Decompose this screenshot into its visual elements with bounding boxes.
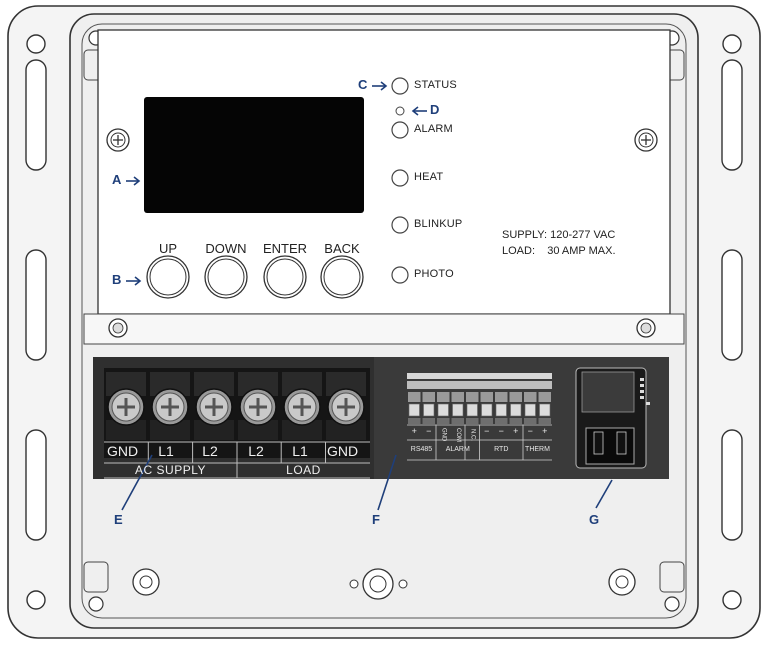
display-screen <box>144 97 364 213</box>
back-button-label: BACK <box>324 241 360 256</box>
corner-hole <box>26 34 46 54</box>
down-button-label: DOWN <box>205 241 247 256</box>
terminal-gnd-load: GND <box>327 443 359 459</box>
back-button-ring <box>323 258 361 296</box>
blinkup-led-label: BLINKUP <box>414 218 463 230</box>
blinkup-led <box>391 216 409 234</box>
signal-group-label: RS485 <box>410 446 433 453</box>
corner-hole <box>722 34 742 54</box>
signal-pin <box>422 392 435 424</box>
signal-pin-label: − <box>498 426 504 436</box>
signal-pin-label: − <box>527 426 533 436</box>
load-label: LOAD <box>286 463 321 477</box>
callout-e: E <box>114 512 123 527</box>
signal-group-label: RTD <box>494 446 509 453</box>
callout-c: C <box>358 77 368 92</box>
photo-led-label: PHOTO <box>414 268 454 280</box>
callout-b: B <box>112 272 122 287</box>
terminal-screw <box>106 372 146 440</box>
signal-pin <box>538 392 551 424</box>
terminal-l2-load: L2 <box>248 443 264 459</box>
signal-block-rail <box>407 381 552 389</box>
signal-pin <box>408 392 421 424</box>
light-sensor <box>395 106 405 116</box>
heat-led-label: HEAT <box>414 171 444 183</box>
signal-pin-label: + <box>411 426 417 436</box>
signal-block-top <box>407 373 552 379</box>
terminal-gnd-supply: GND <box>107 443 139 459</box>
down-button-ring <box>207 258 245 296</box>
signal-pin <box>509 392 522 424</box>
signal-pin <box>480 392 493 424</box>
signal-pin-label: − <box>426 426 432 436</box>
power-screws <box>106 372 366 440</box>
signal-group-label: ALARM <box>445 446 470 453</box>
mounting-slot-right-2 <box>721 249 743 361</box>
signal-pin-label: GND <box>440 428 447 442</box>
terminal-screw <box>150 372 190 440</box>
signal-pin <box>524 392 537 424</box>
mid-strip <box>83 313 685 345</box>
boss-frame <box>659 561 685 593</box>
ethernet-port <box>575 367 650 469</box>
mounting-slot-left-1 <box>25 59 47 171</box>
enter-button-label: ENTER <box>262 241 308 256</box>
signal-pin-label: − <box>484 426 490 436</box>
boss-frame <box>83 561 109 593</box>
signal-pin-label: + <box>513 426 519 436</box>
boss <box>664 596 680 612</box>
supply-spec: SUPPLY: 120-277 VAC <box>502 229 616 241</box>
terminal-l1-supply: L1 <box>158 443 174 459</box>
mounting-slot-right-1 <box>721 59 743 171</box>
mounting-slot-left-2 <box>25 249 47 361</box>
signal-pin <box>437 392 450 424</box>
enter-button-ring <box>266 258 304 296</box>
signal-pin-label: + <box>542 426 548 436</box>
mounting-slot-left-3 <box>25 429 47 541</box>
callout-arrows <box>121 81 613 511</box>
callout-g: G <box>589 512 600 527</box>
signal-pin <box>466 392 479 424</box>
alarm-led <box>391 121 409 139</box>
corner-hole <box>722 590 742 610</box>
ac-supply-label: AC SUPPLY <box>135 463 206 477</box>
boss <box>88 596 104 612</box>
terminal-screw <box>282 372 322 440</box>
signal-pin <box>451 392 464 424</box>
heat-led <box>391 169 409 187</box>
corner-hole <box>26 590 46 610</box>
terminal-screw <box>194 372 234 440</box>
status-led-label: STATUS <box>414 79 457 91</box>
callout-d: D <box>430 102 440 117</box>
signal-pins <box>408 392 551 424</box>
terminal-l1-load: L1 <box>292 443 308 459</box>
signal-pin <box>495 392 508 424</box>
up-button-label: UP <box>158 241 178 256</box>
status-led <box>391 77 409 95</box>
panel-screw-left <box>106 128 130 152</box>
callout-a: A <box>112 172 122 187</box>
signal-group-label: THERM <box>525 446 550 453</box>
panel-screw-right <box>634 128 658 152</box>
up-button-ring <box>149 258 187 296</box>
signal-pin-label: N.C. <box>469 429 476 441</box>
callout-f: F <box>372 512 380 527</box>
signal-pin-label: COM <box>455 428 461 442</box>
terminal-l2-supply: L2 <box>202 443 218 459</box>
alarm-led-label: ALARM <box>414 123 453 135</box>
photo-led <box>391 266 409 284</box>
mounting-slot-right-3 <box>721 429 743 541</box>
enclosure-lip <box>81 23 687 619</box>
terminal-screw <box>238 372 278 440</box>
load-spec: LOAD: 30 AMP MAX. <box>502 245 616 257</box>
terminal-screw <box>326 372 366 440</box>
